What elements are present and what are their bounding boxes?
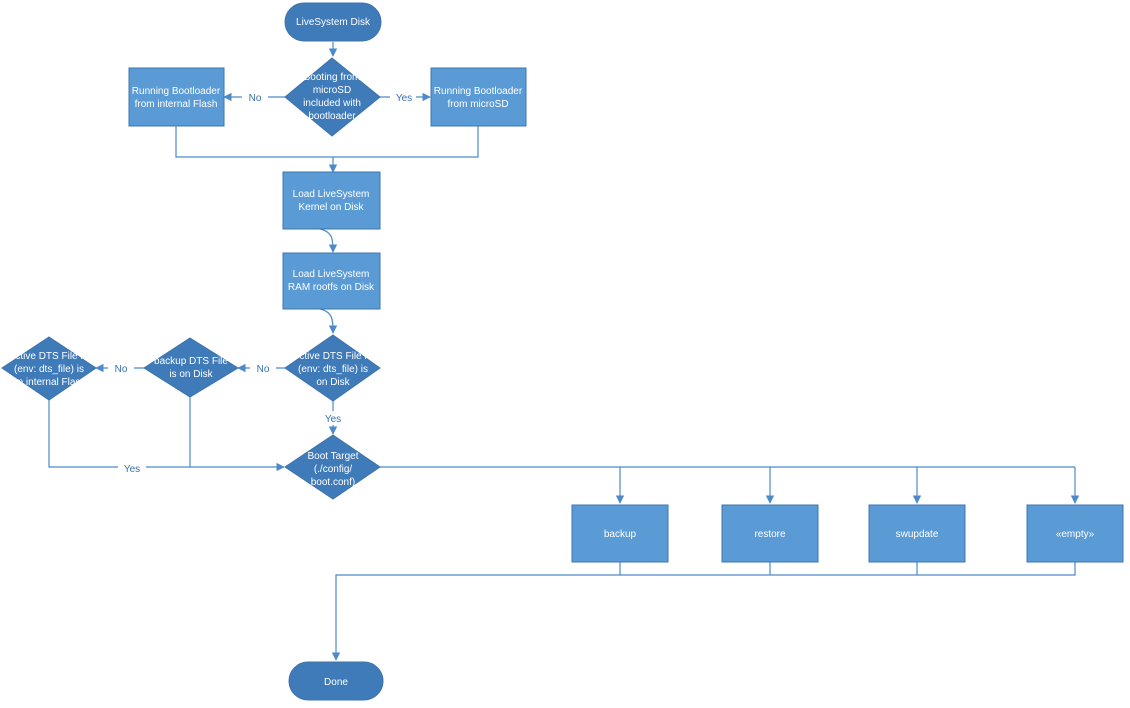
node-bootloader-flash: Running Bootloader from internal Flash — [128, 67, 225, 127]
node-restore-label: restore — [754, 529, 786, 540]
edge-rootfs-to-active — [319, 308, 338, 334]
node-bootloader-microsd-line2: from microSD — [447, 99, 508, 110]
edge-label-yes-boot-target: Yes — [325, 414, 341, 425]
node-decision-active-dts-disk: ctive DTS File i (env: dts_file) is on D… — [284, 334, 381, 402]
edge-kernel-to-rootfs — [319, 228, 338, 253]
node-empty: «empty» — [1026, 504, 1124, 563]
node-bootloader-microsd-line1: Running Bootloader — [434, 86, 523, 97]
edge-bootloaders-merge — [175, 126, 479, 158]
node-boot-target-line3: boot.conf) — [311, 477, 355, 488]
edge-flash-dts-to-boot-target — [48, 400, 285, 472]
node-active-dts-disk-line2: (env: dts_file) is — [298, 364, 368, 375]
node-active-dts-flash-line2: (env: dts_file) is — [14, 364, 84, 375]
node-done: Done — [288, 661, 384, 701]
edge-label-no-backup: No — [257, 364, 270, 375]
node-restore: restore — [721, 504, 819, 563]
node-active-dts-disk-line1: ctive DTS File i — [299, 351, 366, 362]
node-swupdate-label: swupdate — [896, 529, 939, 540]
node-bootloader-flash-line2: from internal Flash — [135, 99, 218, 110]
node-bootloader-flash-line1: Running Bootloader — [132, 86, 221, 97]
node-load-kernel: Load LiveSystem Kernel on Disk — [282, 171, 381, 230]
node-decision-microsd: Booting from microSD included with bootl… — [284, 57, 381, 137]
node-load-kernel-line2: Kernel on Disk — [298, 202, 364, 213]
edge-label-yes-from-left: Yes — [124, 464, 140, 475]
node-active-dts-disk-line3: on Disk — [316, 377, 350, 388]
node-decision-microsd-line3: included with — [303, 98, 361, 109]
node-active-dts-flash-line1: ctive DTS File i — [15, 351, 82, 362]
edge-label-no-flash: No — [249, 93, 262, 104]
node-decision-boot-target: Boot Target (./config/ boot.conf) — [284, 434, 381, 500]
node-load-rootfs-line2: RAM rootfs on Disk — [288, 282, 375, 293]
node-backup-dts-line1: backup DTS File — [154, 356, 228, 367]
node-backup: backup — [571, 504, 669, 563]
edge-labels: No Yes No No Yes Yes — [108, 90, 416, 475]
node-start-label: LiveSystem Disk — [296, 17, 371, 28]
node-decision-backup-dts: backup DTS File is on Disk — [143, 337, 239, 398]
edge-label-no-flash-dts: No — [115, 364, 128, 375]
edge-label-yes-microsd: Yes — [396, 93, 412, 104]
node-bootloader-microsd: Running Bootloader from microSD — [430, 67, 527, 127]
connectors — [48, 42, 1080, 660]
node-done-label: Done — [324, 677, 348, 688]
node-load-rootfs: Load LiveSystem RAM rootfs on Disk — [282, 252, 381, 310]
node-decision-microsd-line2: microSD — [313, 85, 351, 96]
node-empty-label: «empty» — [1056, 529, 1095, 540]
node-boot-target-line1: Boot Target — [308, 451, 359, 462]
node-active-dts-flash-line3: n internal Flas — [18, 377, 81, 388]
node-boot-target-line2: (./config/ — [314, 464, 353, 475]
node-backup-label: backup — [604, 529, 637, 540]
node-swupdate: swupdate — [868, 504, 966, 563]
node-decision-microsd-line4: bootloader — [308, 111, 356, 122]
node-decision-active-dts-flash: ctive DTS File i (env: dts_file) is n in… — [1, 336, 97, 401]
node-start: LiveSystem Disk — [284, 2, 382, 42]
node-load-kernel-line1: Load LiveSystem — [293, 189, 370, 200]
node-backup-dts-line2: is on Disk — [169, 369, 213, 380]
node-load-rootfs-line1: Load LiveSystem — [293, 269, 370, 280]
edge-actions-to-done — [336, 562, 1076, 660]
node-decision-microsd-line1: Booting from — [304, 72, 361, 83]
